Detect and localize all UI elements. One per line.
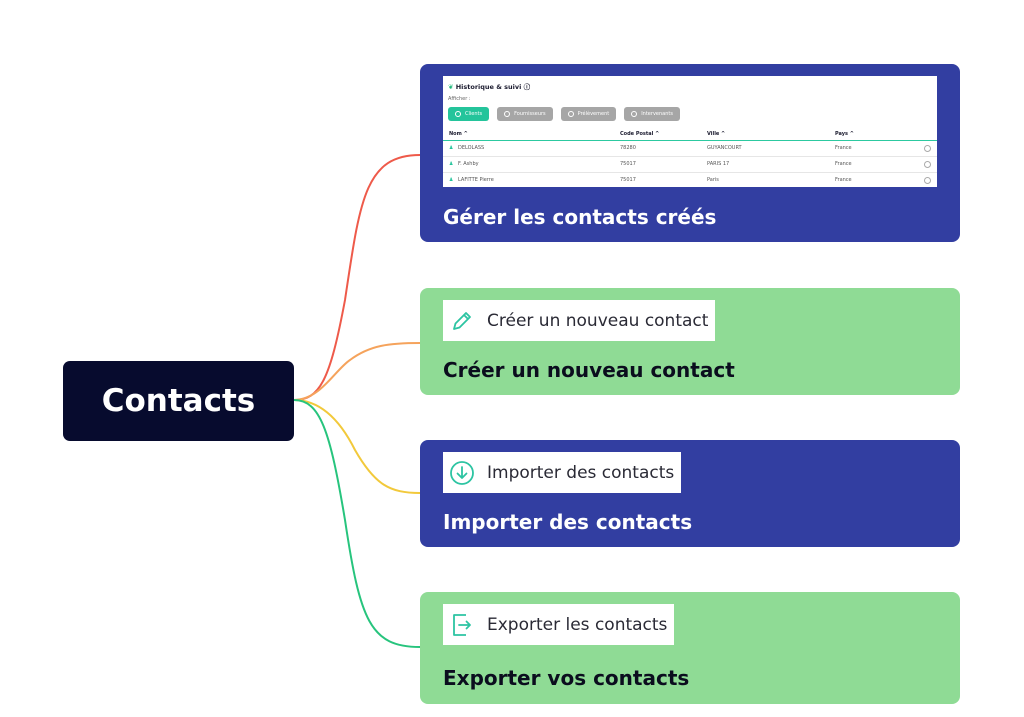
info-icon: ⓘ <box>523 83 531 91</box>
branch-title: Créer un nouveau contact <box>443 358 735 382</box>
row-more-icon[interactable] <box>924 177 931 184</box>
people-icon <box>631 111 638 117</box>
chip-clients[interactable]: Clients <box>448 107 490 121</box>
preview-title: ❦ Historique & suivi ⓘ <box>448 83 531 91</box>
check-icon <box>455 111 461 117</box>
debit-icon <box>567 111 574 117</box>
pencil-icon <box>447 306 477 336</box>
export-icon <box>447 610 477 640</box>
import-contacts-card[interactable]: Importer des contacts <box>443 452 682 493</box>
supplier-icon <box>504 111 511 117</box>
chip-prelevement[interactable]: Prélèvement <box>560 107 617 121</box>
table-row[interactable]: ♟ F. Ashby 75017 PARIS 17 France <box>443 157 937 173</box>
table-row[interactable]: ♟ LAFITTE Pierre 75017 Paris France <box>443 173 937 187</box>
chip-intervenants[interactable]: Intervenants <box>624 107 680 121</box>
card-label: Créer un nouveau contact <box>487 310 709 331</box>
export-contacts-card[interactable]: Exporter les contacts <box>443 604 675 645</box>
branch-manage-contacts[interactable]: ❦ Historique & suivi ⓘ Afficher : Client… <box>420 64 960 242</box>
col-pays[interactable]: Pays ^ <box>835 131 854 137</box>
table-header: Nom ^ Code Postal ^ Ville ^ Pays ^ <box>443 128 937 141</box>
card-label: Exporter les contacts <box>487 614 668 635</box>
table-row[interactable]: ♟ DELOLASS 78280 GUYANCOURT France <box>443 141 937 157</box>
col-code-postal[interactable]: Code Postal ^ <box>620 131 660 137</box>
connector-branch-4 <box>293 399 421 648</box>
branch-title: Gérer les contacts créés <box>443 205 717 229</box>
col-nom[interactable]: Nom ^ <box>449 131 468 137</box>
create-contact-card[interactable]: Créer un nouveau contact <box>443 300 716 341</box>
contact-icon: ♟ <box>449 145 454 151</box>
connector-branch-1 <box>293 154 421 401</box>
branch-title: Importer des contacts <box>443 510 693 534</box>
branch-title: Exporter vos contacts <box>443 666 690 690</box>
branch-import-contacts[interactable]: Importer des contacts Importer des conta… <box>420 440 960 547</box>
connector-branch-2 <box>293 342 421 401</box>
contact-icon: ♟ <box>449 161 454 167</box>
contact-icon: ♟ <box>449 177 454 183</box>
row-more-icon[interactable] <box>924 161 931 168</box>
col-ville[interactable]: Ville ^ <box>707 131 726 137</box>
leaf-icon: ❦ <box>448 83 454 91</box>
chip-fournisseurs[interactable]: Fournisseurs <box>497 107 553 121</box>
contacts-table-preview: ❦ Historique & suivi ⓘ Afficher : Client… <box>443 76 937 187</box>
row-more-icon[interactable] <box>924 145 931 152</box>
branch-create-contact[interactable]: Créer un nouveau contact Créer un nouvea… <box>420 288 960 395</box>
branch-export-contacts[interactable]: Exporter les contacts Exporter vos conta… <box>420 592 960 704</box>
connector-branch-3 <box>293 399 421 494</box>
filter-label: Afficher : <box>448 96 471 102</box>
card-label: Importer des contacts <box>487 462 675 483</box>
filter-chips: Clients Fournisseurs Prélèvement Interve… <box>448 107 680 121</box>
root-node[interactable]: Contacts <box>63 361 294 441</box>
root-label: Contacts <box>101 383 256 419</box>
download-circle-icon <box>447 458 477 488</box>
